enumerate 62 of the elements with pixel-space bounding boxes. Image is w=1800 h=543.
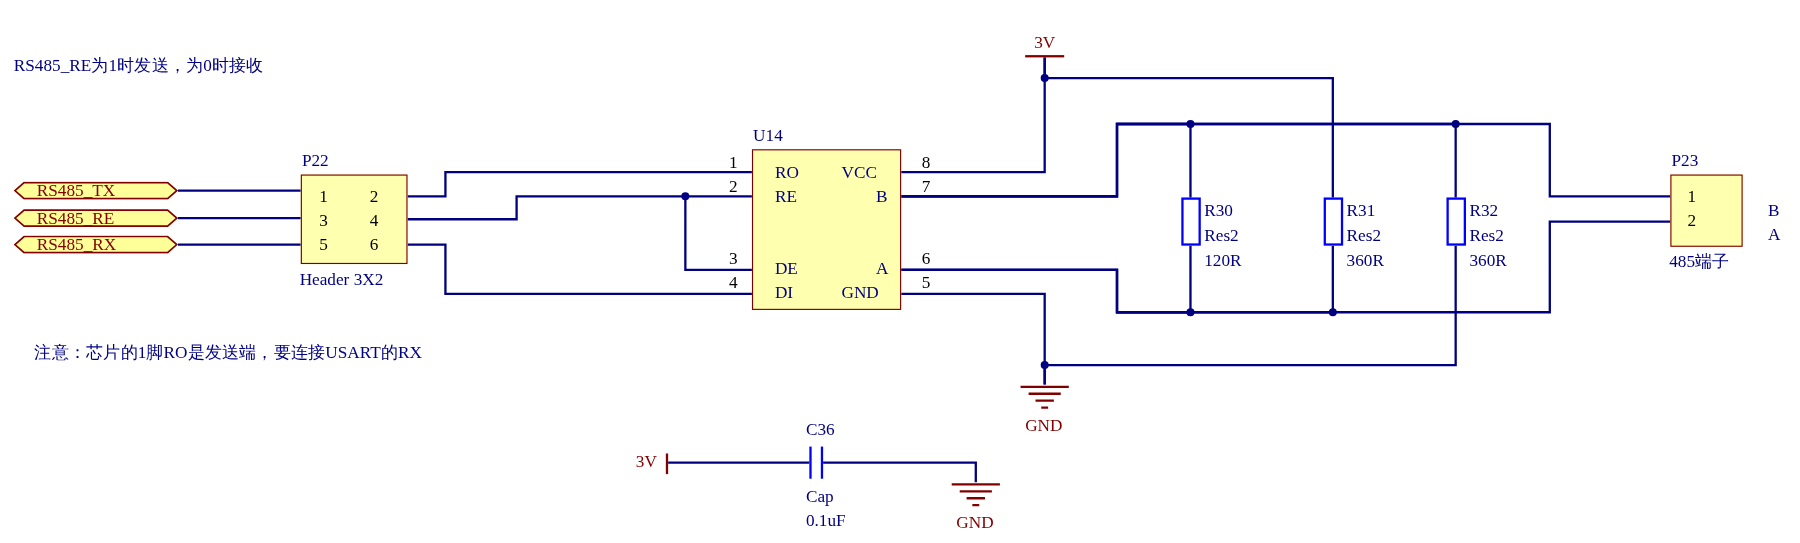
pin-number: 1 (729, 153, 738, 172)
wire (177, 189, 301, 192)
wire (1043, 57, 1334, 198)
pin-name: B (875, 188, 888, 206)
pin-number: 6 (369, 236, 379, 254)
pin-name: VCC (841, 164, 877, 182)
pin-number: 1 (319, 188, 328, 206)
wire (901, 220, 1671, 314)
wire (177, 216, 301, 220)
pin-name: A (875, 260, 889, 278)
part-value: Res2 (1346, 227, 1382, 245)
part-value: 485端子 (1669, 253, 1730, 271)
pin-number: 8 (921, 153, 931, 172)
pin-number: 2 (1687, 212, 1697, 230)
wire (177, 243, 301, 246)
pin-number: 4 (369, 212, 379, 230)
resistance-value: 120R (1204, 252, 1242, 270)
pin-number: 4 (729, 274, 738, 292)
part-value: Res2 (1204, 227, 1239, 245)
resistance-value: 360R (1469, 252, 1507, 270)
pin-number: 3 (319, 212, 328, 230)
part-value: Header 3X2 (299, 270, 384, 289)
reference-designator: P22 (301, 152, 329, 170)
pin-number: 3 (729, 250, 738, 268)
pin-name: DE (774, 260, 798, 278)
pin-name: RE (774, 188, 797, 206)
part-value: Cap (805, 487, 834, 506)
pin-number: 1 (1687, 188, 1697, 206)
reference-designator: P23 (1671, 152, 1699, 170)
reference-designator: R32 (1469, 202, 1499, 220)
pin-number: 5 (319, 236, 328, 254)
wire (668, 461, 810, 464)
note: RS485_RE为1时发送，为0时接收 (13, 57, 264, 75)
pin-name: RO (774, 164, 799, 182)
net-label: GND (956, 514, 994, 532)
reference-designator: U14 (753, 127, 783, 145)
wire (901, 122, 1671, 198)
reference-designator: C36 (805, 421, 835, 439)
pin-number: 5 (921, 274, 931, 292)
wire (823, 461, 977, 483)
port-label-tag: RS485_RE (13, 208, 178, 228)
capacitance-value: 0.1uF (805, 512, 846, 530)
port-label-tag: RS485_TX (13, 181, 178, 200)
pin-number: 2 (369, 188, 379, 206)
signal-name: A (1767, 226, 1781, 244)
net-label: GND (1025, 416, 1063, 434)
note: 注意：芯片的1脚RO是发送端，要连接USART的RX (34, 344, 422, 362)
wire (406, 195, 754, 271)
pin-name: DI (774, 284, 794, 302)
pin-name: GND (841, 284, 879, 302)
resistance-value: 360R (1346, 252, 1384, 270)
wire (1043, 245, 1457, 385)
part-value: Res2 (1469, 227, 1504, 245)
port-label-tag: RS485_RX (13, 235, 178, 254)
pin-number: 6 (921, 250, 931, 268)
reference-designator: R31 (1346, 202, 1376, 220)
pin-number: 7 (921, 177, 931, 196)
signal-name: B (1767, 202, 1780, 220)
wire (407, 243, 752, 296)
wire (407, 171, 752, 198)
pin-number: 2 (729, 177, 738, 196)
reference-designator: R30 (1204, 202, 1233, 220)
